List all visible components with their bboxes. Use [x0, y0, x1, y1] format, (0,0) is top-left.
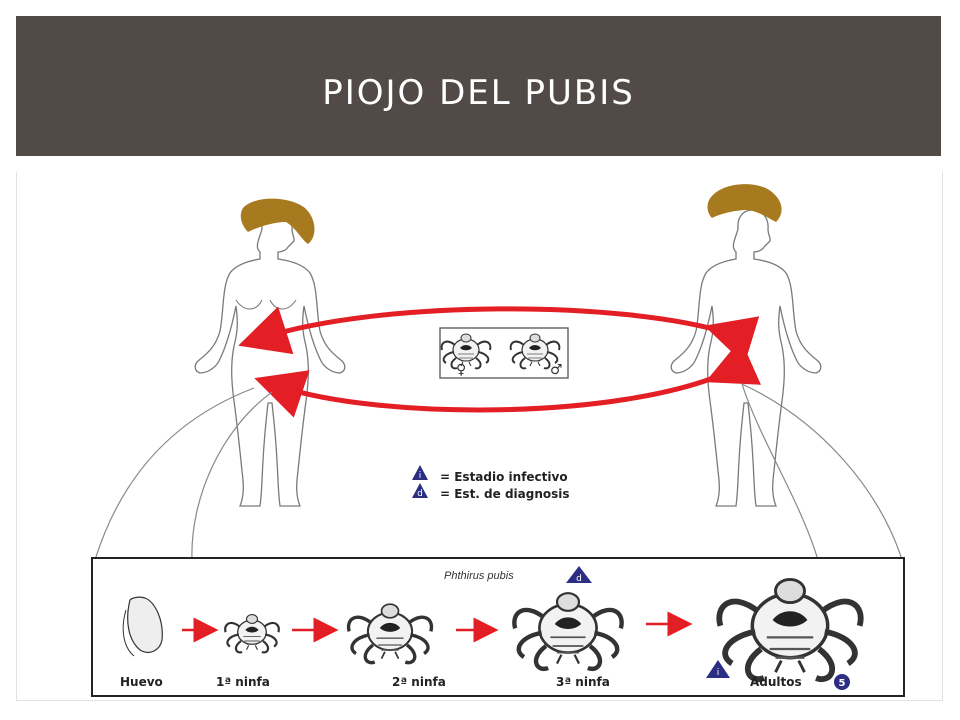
species-name: Phthirus pubis — [444, 570, 514, 582]
stage-label-nymph-3: 3ª ninfa — [556, 675, 610, 689]
transmission-arrow-bottom — [254, 339, 761, 418]
species-badge-letter: d — [576, 574, 582, 584]
egg-icon — [127, 596, 163, 653]
female-symbol: ♀ — [456, 362, 466, 378]
transmission-arrow-top — [238, 306, 760, 365]
hair-strand-icon — [122, 609, 135, 657]
title-bar: PIOJO DEL PUBIS — [16, 16, 941, 156]
infective-legend-text: = Estadio infectivo — [440, 470, 568, 484]
female-figure-hair — [240, 198, 315, 244]
stage-label-egg: Huevo — [120, 675, 163, 689]
funnel-curve-left-outer — [94, 387, 255, 561]
stage-label-nymph-1: 1ª ninfa — [216, 675, 270, 689]
stage-label-adults: Adultos — [750, 675, 802, 689]
diagnostic-stage-triangle-icon — [412, 483, 428, 498]
funnel-curve-right-inner — [741, 383, 819, 561]
species-diagnostic-triangle-icon — [566, 566, 592, 583]
diagnostic-legend-text: = Est. de diagnosis — [440, 487, 570, 501]
adult-infective-triangle-icon — [706, 660, 730, 678]
diagnostic-legend-letter: d — [417, 489, 423, 499]
adult-step-badge-icon — [834, 674, 850, 690]
funnel-curve-right-outer — [741, 383, 903, 561]
funnel-curve-left-inner — [191, 391, 273, 561]
adult-infective-letter: i — [717, 668, 720, 678]
male-figure-hair — [707, 184, 782, 222]
male-symbol: ♂ — [550, 362, 563, 378]
infective-stage-triangle-icon — [412, 465, 428, 480]
slide-title: PIOJO DEL PUBIS — [322, 73, 635, 113]
female-figure-outline — [194, 209, 346, 507]
male-figure-outline — [670, 209, 822, 507]
figure-frame — [16, 172, 943, 701]
adult-step-number: 5 — [839, 678, 846, 689]
infective-legend-letter: i — [419, 471, 422, 481]
stage-label-nymph-2: 2ª ninfa — [392, 675, 446, 689]
